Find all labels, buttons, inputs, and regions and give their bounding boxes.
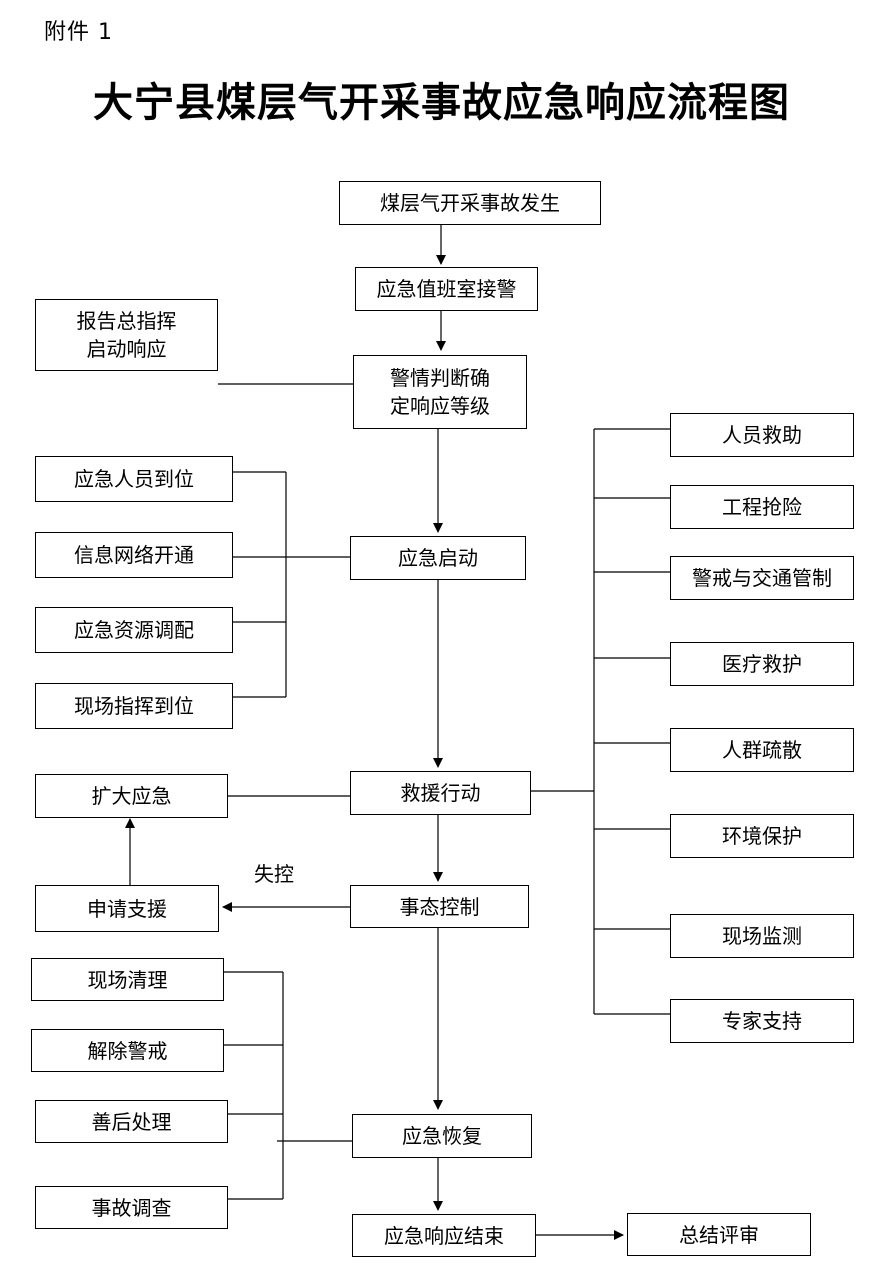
node-evacuation: 人群疏散 — [670, 728, 854, 772]
attachment-label: 附件 1 — [44, 20, 113, 45]
node-command: 现场指挥到位 — [35, 683, 233, 729]
node-report: 报告总指挥 启动响应 — [35, 299, 218, 371]
node-resources: 应急资源调配 — [35, 607, 233, 653]
node-rescue-action: 救援行动 — [350, 771, 531, 815]
node-review: 总结评审 — [627, 1213, 811, 1256]
node-experts: 专家支持 — [670, 999, 854, 1043]
node-expand: 扩大应急 — [35, 774, 228, 818]
node-lift-alert: 解除警戒 — [31, 1029, 224, 1072]
node-medical: 医疗救护 — [670, 642, 854, 686]
node-monitoring: 现场监测 — [670, 914, 854, 958]
node-person-rescue: 人员救助 — [670, 413, 854, 457]
node-start: 应急启动 — [350, 536, 526, 580]
node-traffic: 警戒与交通管制 — [670, 556, 854, 600]
label-out-of-control: 失控 — [254, 862, 294, 886]
node-aftermath: 善后处理 — [35, 1100, 228, 1143]
node-environment: 环境保护 — [670, 814, 854, 858]
node-network: 信息网络开通 — [35, 532, 233, 578]
node-judge: 警情判断确 定响应等级 — [353, 355, 527, 429]
node-accident: 煤层气开采事故发生 — [339, 181, 601, 225]
node-control: 事态控制 — [350, 885, 529, 928]
node-request: 申请支援 — [35, 885, 219, 932]
node-personnel: 应急人员到位 — [35, 456, 233, 502]
node-end: 应急响应结束 — [352, 1214, 536, 1257]
node-cleanup: 现场清理 — [31, 958, 224, 1001]
node-investigation: 事故调查 — [35, 1186, 228, 1229]
node-engineering: 工程抢险 — [670, 485, 854, 529]
page-title: 大宁县煤层气开采事故应急响应流程图 — [93, 79, 790, 126]
node-recovery: 应急恢复 — [352, 1114, 532, 1158]
node-duty-room: 应急值班室接警 — [355, 267, 538, 311]
